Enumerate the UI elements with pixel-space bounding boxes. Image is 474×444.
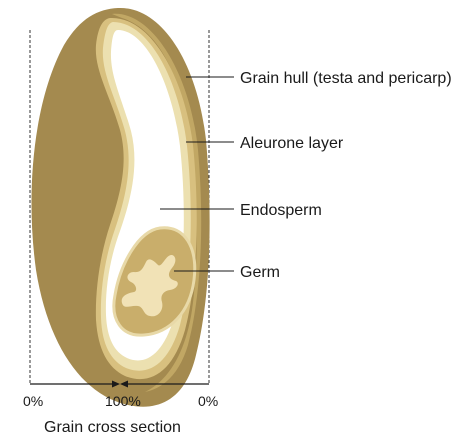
label-germ: Germ bbox=[240, 264, 280, 281]
scale-label-left: 0% bbox=[23, 393, 43, 409]
scale-label-right: 0% bbox=[198, 393, 218, 409]
scale-arrowhead-left bbox=[112, 380, 120, 388]
label-aleurone-layer: Aleurone layer bbox=[240, 135, 344, 152]
label-endosperm: Endosperm bbox=[240, 202, 322, 219]
germ-embryo bbox=[121, 254, 178, 317]
scale-arrowhead-right bbox=[120, 380, 128, 388]
caption: Grain cross section bbox=[44, 419, 181, 436]
scale-label-center: 100% bbox=[105, 393, 141, 409]
label-grain-hull: Grain hull (testa and pericarp) bbox=[240, 70, 452, 87]
